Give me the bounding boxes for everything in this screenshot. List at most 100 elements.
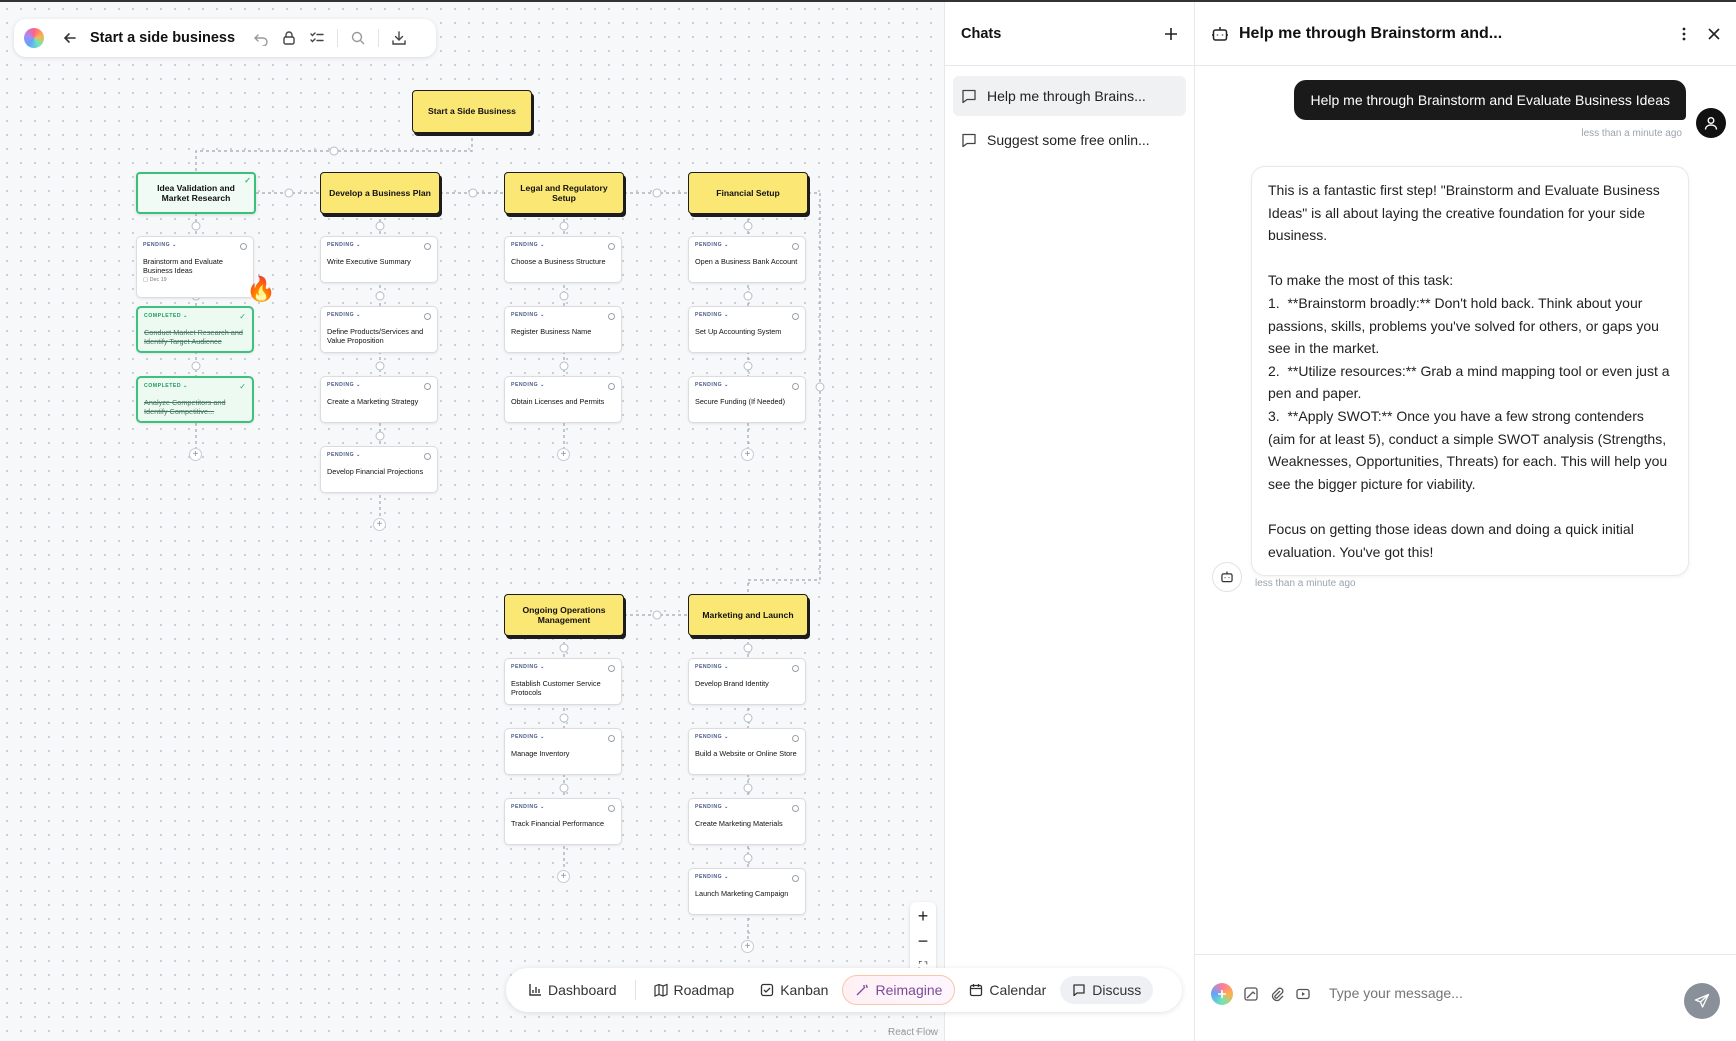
status-circle-icon[interactable] xyxy=(792,383,799,390)
calendar-button[interactable]: Calendar xyxy=(957,976,1058,1004)
chat-list-item[interactable]: Help me through Brains... xyxy=(953,76,1186,116)
status-circle-icon[interactable] xyxy=(608,383,615,390)
add-task-plus-icon[interactable]: + xyxy=(373,518,386,531)
more-vertical-icon[interactable] xyxy=(1682,27,1686,41)
group-node-idea-validation[interactable]: Idea Validation and Market Research ✓ xyxy=(136,172,256,214)
status-badge[interactable]: PENDING⌄ xyxy=(695,734,729,740)
task-card[interactable]: PENDING⌄ Launch Marketing Campaign xyxy=(688,868,806,915)
status-badge[interactable]: PENDING⌄ xyxy=(695,804,729,810)
checklist-icon[interactable] xyxy=(303,24,331,52)
status-badge[interactable]: PENDING⌄ xyxy=(143,242,177,248)
group-node-marketing-launch[interactable]: Marketing and Launch xyxy=(688,594,808,636)
fit-view-icon[interactable]: ⛶ xyxy=(918,959,928,973)
status-badge[interactable]: PENDING⌄ xyxy=(511,312,545,318)
root-node[interactable]: Start a Side Business xyxy=(412,90,532,133)
task-card[interactable]: PENDING⌄ Establish Customer Service Prot… xyxy=(504,658,622,705)
message-input[interactable] xyxy=(1329,985,1589,1001)
kanban-button[interactable]: Kanban xyxy=(748,976,840,1004)
status-circle-icon[interactable] xyxy=(240,243,247,250)
status-circle-icon[interactable] xyxy=(424,383,431,390)
status-circle-icon[interactable] xyxy=(424,453,431,460)
status-badge[interactable]: PENDING⌄ xyxy=(695,312,729,318)
group-node-business-plan[interactable]: Develop a Business Plan xyxy=(320,172,440,214)
dashboard-button[interactable]: Dashboard xyxy=(516,976,629,1004)
group-node-operations[interactable]: Ongoing Operations Management xyxy=(504,594,624,636)
lock-icon[interactable] xyxy=(275,24,303,52)
status-circle-icon[interactable] xyxy=(608,243,615,250)
status-badge[interactable]: COMPLETED⌄ xyxy=(144,383,188,389)
paperclip-icon[interactable] xyxy=(1269,986,1285,1002)
task-card[interactable]: PENDING⌄ Brainstorm and Evaluate Busines… xyxy=(136,236,254,298)
undo-icon[interactable] xyxy=(247,24,275,52)
back-arrow-icon[interactable] xyxy=(56,24,84,52)
check-icon[interactable]: ✓ xyxy=(239,312,246,321)
discuss-button[interactable]: Discuss xyxy=(1060,976,1154,1004)
task-card[interactable]: PENDING⌄ Register Business Name xyxy=(504,306,622,353)
flow-canvas[interactable]: Start a side business Start a Side Busin… xyxy=(0,2,944,1041)
task-card[interactable]: PENDING⌄ Open a Business Bank Account xyxy=(688,236,806,283)
video-icon[interactable] xyxy=(1295,986,1311,1002)
reimagine-button[interactable]: Reimagine xyxy=(842,975,956,1005)
status-badge[interactable]: PENDING⌄ xyxy=(327,382,361,388)
status-badge[interactable]: PENDING⌄ xyxy=(695,242,729,248)
status-circle-icon[interactable] xyxy=(792,875,799,882)
add-task-plus-icon[interactable]: + xyxy=(557,870,570,883)
task-card[interactable]: PENDING⌄ Obtain Licenses and Permits xyxy=(504,376,622,423)
status-badge[interactable]: PENDING⌄ xyxy=(695,874,729,880)
group-node-financial-setup[interactable]: Financial Setup xyxy=(688,172,808,214)
status-circle-icon[interactable] xyxy=(608,805,615,812)
sparkle-plus-icon[interactable] xyxy=(1211,983,1233,1005)
status-circle-icon[interactable] xyxy=(424,313,431,320)
zoom-in-icon[interactable]: + xyxy=(917,906,929,926)
status-badge[interactable]: PENDING⌄ xyxy=(511,242,545,248)
status-circle-icon[interactable] xyxy=(792,243,799,250)
add-task-plus-icon[interactable]: + xyxy=(741,448,754,461)
status-badge[interactable]: PENDING⌄ xyxy=(695,382,729,388)
status-badge[interactable]: PENDING⌄ xyxy=(327,242,361,248)
search-icon[interactable] xyxy=(344,24,372,52)
react-flow-attribution[interactable]: React Flow xyxy=(888,1027,939,1038)
status-badge[interactable]: PENDING⌄ xyxy=(511,382,545,388)
task-card[interactable]: PENDING⌄ Set Up Accounting System xyxy=(688,306,806,353)
task-card[interactable]: PENDING⌄ Create a Marketing Strategy xyxy=(320,376,438,423)
status-circle-icon[interactable] xyxy=(608,665,615,672)
add-task-plus-icon[interactable]: + xyxy=(741,940,754,953)
zoom-out-icon[interactable]: − xyxy=(917,931,929,951)
task-card[interactable]: PENDING⌄ Define Products/Services and Va… xyxy=(320,306,438,353)
status-badge[interactable]: PENDING⌄ xyxy=(511,664,545,670)
add-task-plus-icon[interactable]: + xyxy=(557,448,570,461)
group-node-legal-setup[interactable]: Legal and Regulatory Setup xyxy=(504,172,624,214)
status-circle-icon[interactable] xyxy=(792,313,799,320)
status-badge[interactable]: PENDING⌄ xyxy=(511,804,545,810)
download-icon[interactable] xyxy=(385,24,413,52)
status-circle-icon[interactable] xyxy=(424,243,431,250)
status-circle-icon[interactable] xyxy=(792,805,799,812)
status-circle-icon[interactable] xyxy=(608,735,615,742)
status-badge[interactable]: PENDING⌄ xyxy=(511,734,545,740)
status-badge[interactable]: COMPLETED⌄ xyxy=(144,313,188,319)
close-icon[interactable] xyxy=(1708,27,1720,40)
task-card[interactable]: COMPLETED⌄ ✓ Conduct Market Research and… xyxy=(136,306,254,353)
task-card[interactable]: PENDING⌄ Create Marketing Materials xyxy=(688,798,806,845)
status-circle-icon[interactable] xyxy=(792,735,799,742)
send-button[interactable] xyxy=(1684,983,1720,1019)
task-card[interactable]: PENDING⌄ Choose a Business Structure xyxy=(504,236,622,283)
status-circle-icon[interactable] xyxy=(608,313,615,320)
task-card[interactable]: PENDING⌄ Track Financial Performance xyxy=(504,798,622,845)
check-icon[interactable]: ✓ xyxy=(239,382,246,391)
new-chat-plus-icon[interactable] xyxy=(1164,27,1178,41)
status-badge[interactable]: PENDING⌄ xyxy=(327,312,361,318)
task-card[interactable]: PENDING⌄ Develop Brand Identity xyxy=(688,658,806,705)
status-badge[interactable]: PENDING⌄ xyxy=(327,452,361,458)
task-card[interactable]: PENDING⌄ Manage Inventory xyxy=(504,728,622,775)
chat-list-item[interactable]: Suggest some free onlin... xyxy=(953,120,1186,160)
roadmap-button[interactable]: Roadmap xyxy=(642,976,747,1004)
task-card[interactable]: COMPLETED⌄ ✓ Analyze Competitors and Ide… xyxy=(136,376,254,423)
task-card[interactable]: PENDING⌄ Secure Funding (If Needed) xyxy=(688,376,806,423)
status-circle-icon[interactable] xyxy=(792,665,799,672)
task-card[interactable]: PENDING⌄ Write Executive Summary xyxy=(320,236,438,283)
add-task-plus-icon[interactable]: + xyxy=(189,448,202,461)
task-card[interactable]: PENDING⌄ Build a Website or Online Store xyxy=(688,728,806,775)
status-badge[interactable]: PENDING⌄ xyxy=(695,664,729,670)
task-card[interactable]: PENDING⌄ Develop Financial Projections xyxy=(320,446,438,493)
